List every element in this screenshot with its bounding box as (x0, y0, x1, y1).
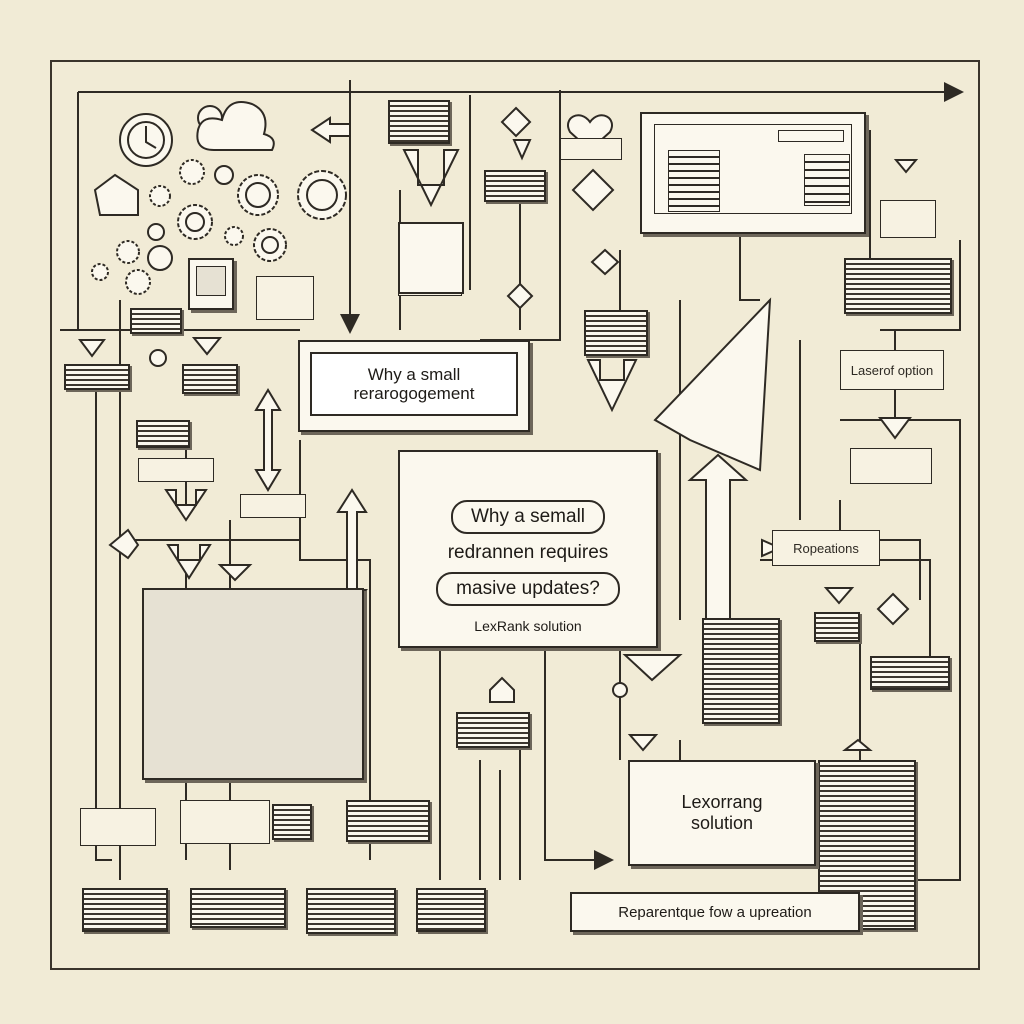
stack-block (844, 258, 952, 314)
solution-line-2: solution (690, 813, 754, 833)
screen-panel (640, 112, 866, 234)
stack-block (64, 364, 130, 390)
ropeations-text: Ropeations (793, 540, 859, 556)
solution-line-1: Lexorrang (681, 792, 763, 812)
download-doc-icon (398, 222, 464, 294)
stack-block (870, 656, 950, 690)
label-box (880, 200, 936, 238)
diagram-frame (50, 60, 980, 970)
stack-block (136, 420, 190, 448)
question-pill-1: Why a semall (450, 500, 606, 534)
solution-text: Lexorrang solution (630, 792, 814, 834)
screen-inner (654, 124, 852, 214)
question-line-2: redrannen requires (447, 542, 609, 563)
stack-block (306, 888, 396, 934)
stack-block (346, 800, 430, 842)
stack-block (388, 100, 450, 144)
label-box (240, 494, 306, 518)
gear-panel (142, 588, 364, 780)
label-box (560, 138, 622, 160)
screen-bar (778, 130, 844, 142)
title-box-inner: Why a small rerarogogement (310, 352, 518, 416)
ropeations-label: Ropeations (772, 530, 880, 566)
screen-doc-icon (668, 150, 720, 212)
solution-box: Lexorrang solution (628, 760, 816, 866)
stack-block (82, 888, 168, 932)
main-question-content: Why a semall redrannen requires masive u… (400, 500, 656, 606)
tablet-icon (188, 258, 234, 310)
layout-option-text: Laserof option (850, 362, 934, 378)
layout-option-label: Laserof option (840, 350, 944, 390)
label-box (850, 448, 932, 484)
screen-list-icon (804, 154, 850, 206)
stack-block (130, 308, 182, 334)
stack-block (416, 888, 486, 932)
title-box: Why a small rerarogogement (298, 340, 530, 432)
label-box (80, 808, 156, 846)
label-box (180, 800, 270, 844)
stack-block (814, 612, 860, 642)
stack-block (702, 618, 780, 724)
bottom-caption-text: Reparentque fow a upreation (618, 903, 812, 921)
label-box (138, 458, 214, 482)
main-caption: LexRank solution (474, 618, 582, 634)
bottom-caption-bar: Reparentque fow a upreation (570, 892, 860, 932)
stack-block (584, 310, 648, 356)
stack-block (182, 364, 238, 394)
label-box (256, 276, 314, 320)
stack-block (190, 888, 286, 928)
main-question-box: Why a semall redrannen requires masive u… (398, 450, 658, 648)
title-line-2: rerarogogement (353, 384, 475, 403)
question-pill-3: masive updates? (436, 572, 620, 606)
title-line-1: Why a small (367, 365, 461, 384)
stack-block (456, 712, 530, 748)
stack-block (484, 170, 546, 202)
stack-block (272, 804, 312, 840)
